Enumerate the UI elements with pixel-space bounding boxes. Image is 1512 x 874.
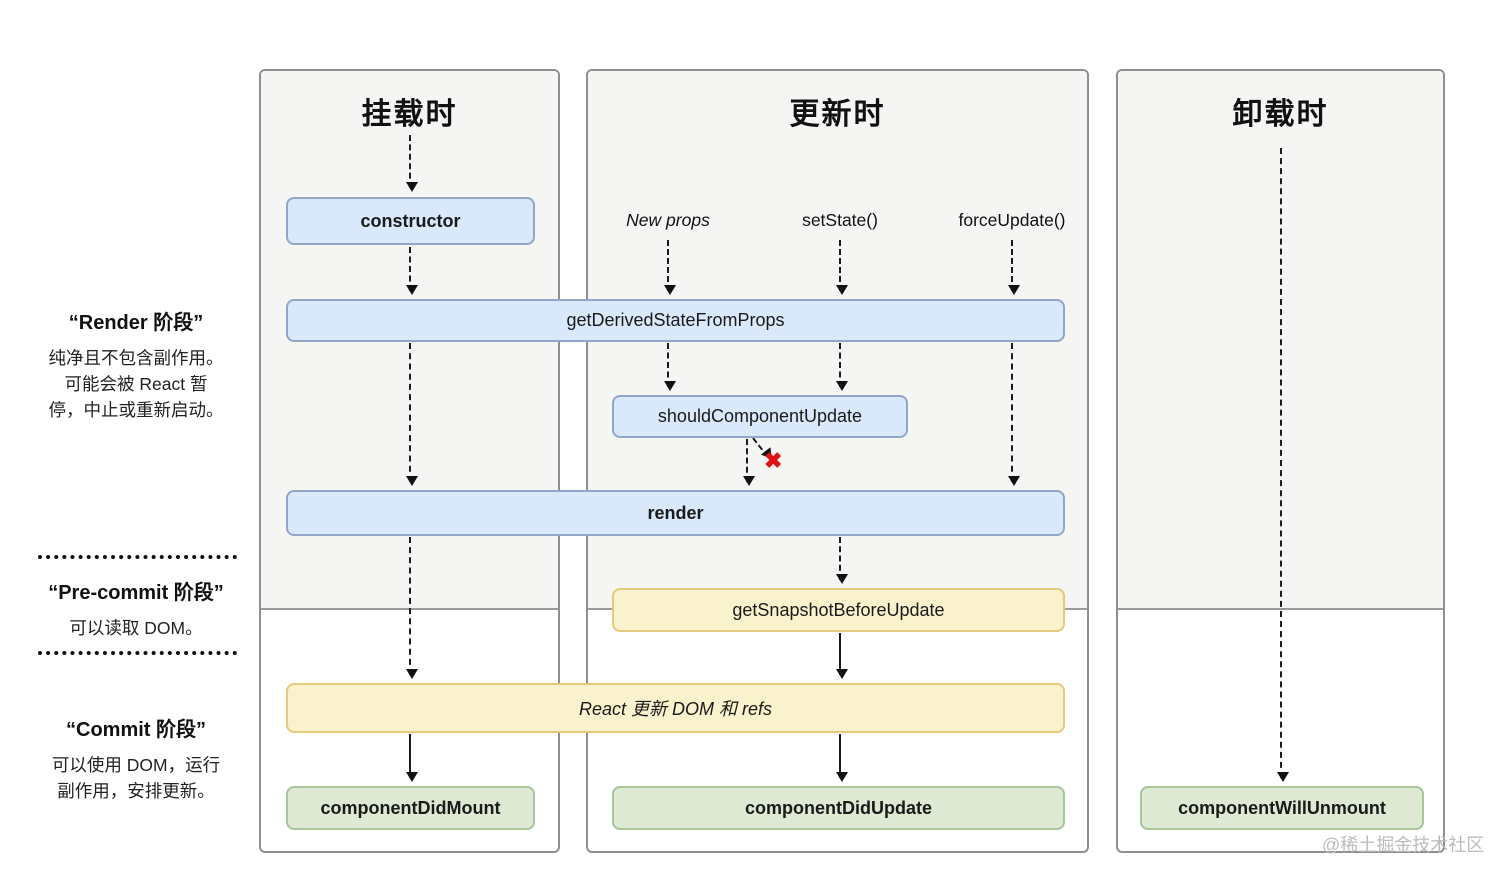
arrow-newprops-to-gdsfp (664, 240, 676, 295)
arrow-render-to-dom-update (406, 537, 418, 679)
arrow-forceupdate-to-render (1008, 343, 1020, 486)
trigger-new-props: New props (626, 210, 710, 230)
arrow-gsbu-to-dom-update (836, 633, 848, 679)
render-phase-line: 可能会被 React 暂 (64, 374, 208, 394)
commit-phase-title: “Commit 阶段” (66, 719, 206, 741)
pre-commit-phase-note: “Pre-commit 阶段” 可以读取 DOM。 (30, 576, 242, 641)
arrow-setstate-to-gdsfp (836, 240, 848, 295)
arrow-constructor-to-gdsfp (406, 247, 418, 295)
node-constructor: constructor (286, 197, 535, 245)
phase-divider (38, 651, 237, 655)
node-get-snapshot-before-update: getSnapshotBeforeUpdate (612, 588, 1065, 632)
commit-phase-note: “Commit 阶段” 可以使用 DOM，运行 副作用，安排更新。 (30, 713, 242, 804)
watermark: @稀土掘金技术社区 (1322, 835, 1485, 855)
commit-phase-line: 副作用，安排更新。 (57, 781, 215, 801)
trigger-force-update: forceUpdate() (958, 210, 1066, 230)
render-phase-line: 停，中止或重新启动。 (48, 400, 224, 420)
node-component-did-mount: componentDidMount (286, 786, 535, 830)
arrow-forceupdate-to-gdsfp (1008, 240, 1020, 295)
arrow-gdsfp-to-scu (664, 343, 676, 391)
node-component-will-unmount: componentWillUnmount (1140, 786, 1424, 830)
column-updating-title: 更新时 (789, 98, 886, 131)
arrow-dom-update-to-cdm (406, 734, 418, 782)
arrow-dom-update-to-cdu (836, 734, 848, 782)
trigger-set-state: setState() (802, 210, 878, 230)
render-phase-line: 纯净且不包含副作用。 (48, 348, 224, 368)
phase-divider (38, 555, 237, 559)
pre-commit-phase-line: 可以读取 DOM。 (69, 618, 203, 638)
arrow-gdsfp-to-scu-2 (836, 343, 848, 391)
node-react-updates-dom: React 更新 DOM 和 refs (286, 683, 1065, 733)
node-should-component-update: shouldComponentUpdate (612, 395, 908, 438)
arrow-gdsfp-to-render (406, 343, 418, 486)
arrow-unmount-to-cwu (1277, 148, 1289, 782)
node-component-did-update: componentDidUpdate (612, 786, 1065, 830)
pre-commit-phase-title: “Pre-commit 阶段” (48, 582, 224, 604)
commit-phase-line: 可以使用 DOM，运行 (51, 755, 221, 775)
node-render: render (286, 490, 1065, 536)
render-phase-note: “Render 阶段” 纯净且不包含副作用。 可能会被 React 暂 停，中止… (30, 306, 242, 423)
arrow-scu-to-render (743, 439, 755, 486)
column-mounting-title: 挂载时 (361, 98, 458, 131)
column-updating: 更新时 (586, 69, 1089, 853)
render-phase-title: “Render 阶段” (68, 312, 204, 334)
column-unmounting-title: 卸载时 (1232, 98, 1329, 131)
arrow-render-to-gsbu (836, 537, 848, 584)
skip-render-x-icon: ✖ (764, 448, 783, 473)
arrow-mount-to-constructor (406, 135, 418, 192)
node-get-derived-state-from-props: getDerivedStateFromProps (286, 299, 1065, 342)
